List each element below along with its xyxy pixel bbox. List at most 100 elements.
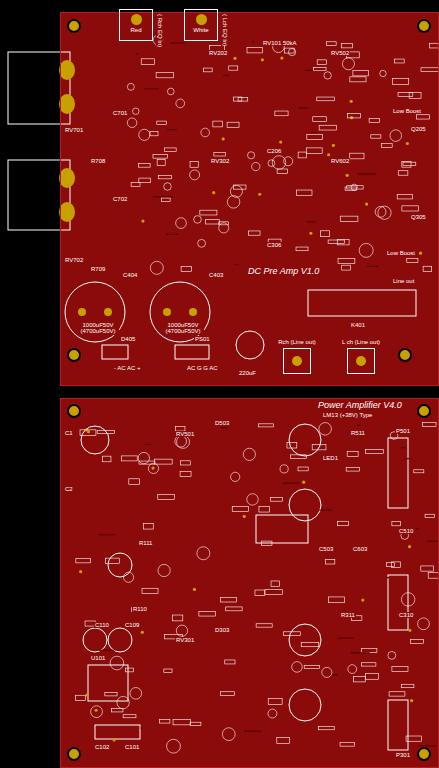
- trace: [144, 88, 159, 89]
- pad: [258, 193, 261, 196]
- resistor-outline: [423, 423, 436, 427]
- resistor-outline: [296, 247, 308, 251]
- pad: [410, 699, 413, 702]
- pad: [365, 202, 368, 205]
- capacitor-outline: [127, 118, 137, 128]
- pad: [406, 142, 409, 145]
- resistor-outline: [125, 668, 133, 672]
- resistor-outline: [398, 171, 408, 175]
- capacitor-outline: [148, 463, 158, 473]
- silkscreen-label: LM13 (+38V) Type: [322, 412, 373, 418]
- resistor-outline: [247, 47, 262, 53]
- pad: [408, 545, 411, 548]
- capacitor-outline: [280, 465, 288, 473]
- resistor-outline: [265, 590, 282, 595]
- resistor-outline: [277, 738, 290, 744]
- capacitor-outline: [197, 547, 210, 560]
- capacitor-outline: [248, 152, 255, 159]
- component-outlines: [76, 35, 439, 753]
- trace: [99, 534, 116, 535]
- silkscreen-label: RV701: [64, 127, 84, 133]
- resistor-outline: [313, 67, 326, 70]
- resistor-outline: [317, 97, 334, 101]
- silkscreen-label: RV301: [175, 637, 195, 643]
- silkscreen-label: PS01: [194, 336, 211, 342]
- trace: [170, 42, 185, 43]
- silkscreen-label: C403: [208, 272, 224, 278]
- resistor-outline: [307, 134, 323, 139]
- resistor-outline: [392, 78, 408, 84]
- pad: [222, 137, 225, 140]
- trace: [358, 173, 377, 174]
- jack-label: White: [185, 27, 217, 34]
- capacitor-outline: [243, 448, 255, 460]
- silkscreen-label: D303: [214, 627, 230, 633]
- silkscreen-label: C101: [124, 744, 140, 750]
- silkscreen-label: C503: [318, 546, 334, 552]
- capacitor-outline: [176, 625, 187, 636]
- pad: [361, 599, 364, 602]
- resistor-outline: [284, 48, 294, 53]
- trace: [416, 528, 418, 529]
- capacitor-outline: [375, 206, 386, 217]
- trace: [166, 234, 178, 235]
- trace: [283, 483, 300, 484]
- resistor-outline: [298, 152, 307, 158]
- resistor-outline: [199, 611, 216, 616]
- mount-holes: [68, 20, 430, 760]
- resistor-outline: [238, 98, 248, 101]
- trace: [252, 41, 254, 42]
- resistor-outline: [157, 121, 166, 124]
- terminal-pads: [59, 60, 75, 222]
- resistor-outline: [173, 615, 183, 621]
- resistor-outline: [298, 467, 308, 471]
- board-fill: [60, 398, 439, 768]
- silkscreen-label: LED1: [322, 455, 339, 461]
- resistor-outline: [365, 450, 383, 454]
- resistor-outline: [157, 160, 165, 166]
- resistor-outline: [164, 669, 172, 673]
- resistor-outline: [304, 666, 319, 669]
- capacitor-outline: [252, 162, 260, 170]
- resistor-outline: [337, 240, 349, 245]
- resistor-outline: [160, 720, 170, 723]
- silkscreen-label: P301: [395, 752, 411, 758]
- trace: [99, 650, 115, 651]
- resistor-outline: [161, 198, 170, 201]
- resistor-outline: [180, 471, 191, 476]
- trace: [141, 727, 143, 728]
- trace: [220, 427, 228, 428]
- resistor-outline: [353, 677, 365, 682]
- capacitor-outline: [117, 696, 129, 708]
- capacitor-outline: [380, 70, 386, 76]
- silkscreen-label: Q205: [410, 126, 427, 132]
- capacitor-outline: [198, 239, 206, 247]
- resistor-outline: [105, 693, 117, 696]
- capacitor-outline: [292, 662, 303, 673]
- silkscreen-label: P501: [395, 428, 411, 434]
- resistor-outline: [401, 684, 414, 687]
- resistor-outline: [271, 497, 283, 501]
- resistor-outline: [158, 495, 175, 500]
- line-out-jack: L ch (Line out): [341, 339, 381, 374]
- capacitor-outline: [268, 160, 275, 167]
- capacitor-outline: [231, 472, 240, 481]
- resistor-outline: [214, 152, 226, 156]
- trace: [137, 53, 139, 54]
- resistor-outline: [150, 131, 158, 135]
- capacitor-pads: [78, 308, 197, 316]
- silkscreen-label: Line out: [392, 278, 415, 284]
- board-title: Power Amplifier V4.0: [316, 400, 404, 410]
- silkscreen-label: C102: [94, 744, 110, 750]
- capacitor-outline: [176, 99, 185, 108]
- silkscreen-label: RV502: [330, 50, 350, 56]
- capacitor-outline: [222, 728, 235, 741]
- pad: [302, 481, 305, 484]
- capacitor-outline: [388, 651, 396, 659]
- resistor-outline: [200, 210, 217, 215]
- resistor-outline: [319, 125, 336, 130]
- capacitor-outline: [288, 48, 295, 55]
- pad: [86, 693, 89, 696]
- resistor-outline: [365, 673, 378, 679]
- resistor-outline: [394, 59, 404, 63]
